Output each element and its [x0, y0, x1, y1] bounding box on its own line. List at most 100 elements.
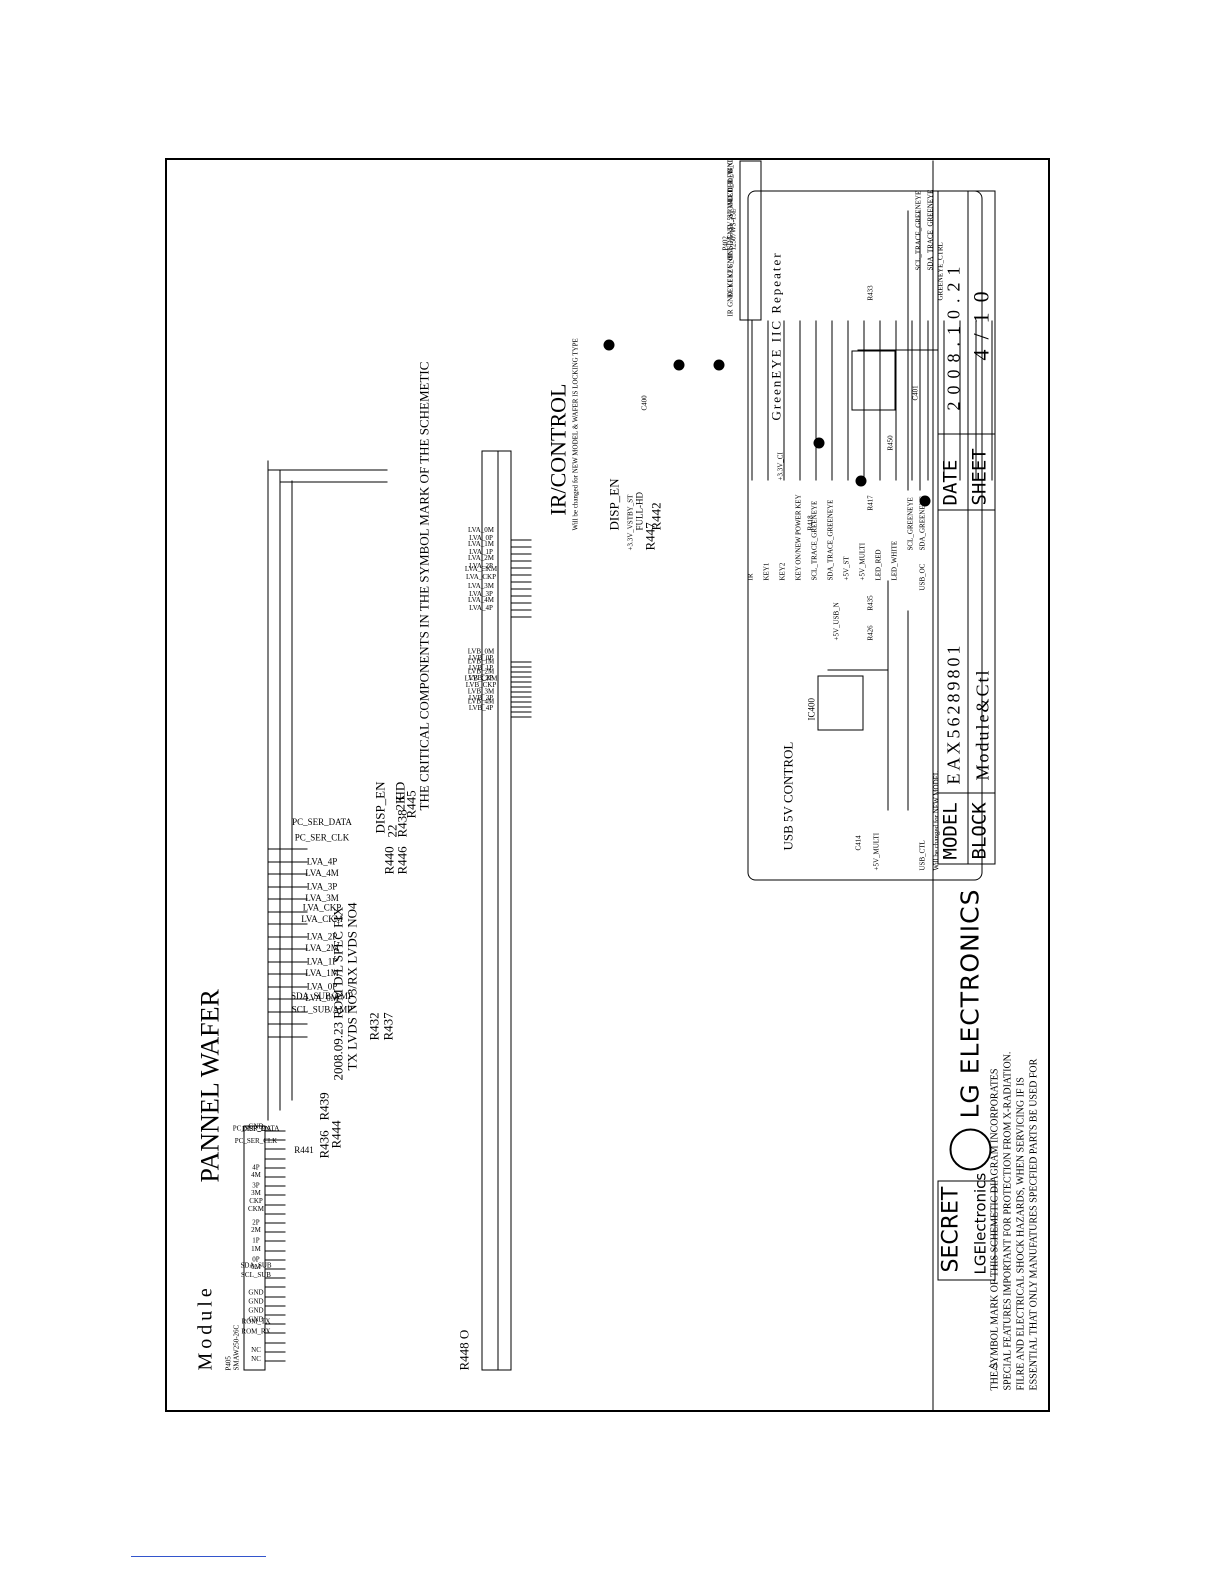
lvb-signal-label: LVB_3M	[467, 687, 494, 696]
r417-label: R417	[866, 494, 874, 510]
footer-link-underline[interactable]	[131, 1556, 266, 1557]
p405-pin-label: 2P	[251, 1217, 260, 1226]
p405-pin-label: GND	[247, 1296, 264, 1305]
block-value: Module&Ctl	[972, 667, 992, 780]
p402-connector	[739, 160, 761, 320]
disp-en-label-2: DISP_EN	[606, 477, 621, 530]
lva2-signal-label: LVA_3P	[468, 589, 493, 598]
ir-signal-label: LED_RED	[874, 548, 882, 580]
panel-signal-label: LVA_1M	[304, 967, 339, 978]
p405-pin-label: NC	[250, 1354, 261, 1363]
panel-signal-label: LVA_1P	[306, 956, 337, 967]
module-section-title: Module	[194, 1283, 216, 1370]
r439-label: R439	[316, 1091, 331, 1120]
ir-signal-label: +5V_MULTI	[858, 542, 866, 580]
lva2-signal-label: LVA_0M	[467, 525, 494, 534]
panel-signal-label: LVA_CKP	[302, 902, 341, 913]
p405-pin-label: 4P	[251, 1162, 260, 1171]
sheet-value: 4/10	[968, 280, 993, 360]
lva2-signal-label: LVA_4P	[468, 603, 493, 612]
r440-label: R440	[381, 845, 396, 874]
panel-signal-label: LVA_3M	[304, 892, 339, 903]
warning-line-4: ESSENTIAL THAT ONLY MANUFATURES SPECFIED…	[1028, 1058, 1039, 1390]
p405-pin-label: 3P	[251, 1181, 260, 1189]
p405-pin-label: GND	[247, 1287, 264, 1296]
p405-pin-label: GND	[247, 1305, 264, 1314]
model-value: EAX56289801	[943, 642, 963, 784]
panel-signal-label: PC_SER_CLK	[294, 832, 349, 843]
p405-pin-label: 0M	[250, 1262, 261, 1271]
critical-note: THE CRITICAL COMPONENTS IN THE SYMBOL MA…	[416, 361, 431, 810]
lvb-signal-label: LVB_0M	[467, 647, 494, 656]
p405-pin-label: 4M	[250, 1170, 261, 1179]
usb-5v-title: USB 5V CONTROL	[780, 741, 795, 850]
secret-label: SECRET	[938, 1186, 963, 1272]
panel-signal-label: SCL_SUB/AMP	[291, 1004, 352, 1015]
panel-signal-label: LVA_4P	[306, 856, 337, 867]
date-label: DATE	[939, 459, 961, 505]
ir-signal-label: IR	[746, 573, 754, 580]
warning-line-2: SPECIAL FEATURES IMPORTANT FOR PROTECTIO…	[1002, 1051, 1013, 1390]
p405-pin-label: 1P	[251, 1236, 260, 1245]
panel-signal-label: LVA_2P	[306, 931, 337, 942]
r435-label: R435	[866, 594, 874, 610]
r433-label: R433	[866, 284, 874, 300]
scl-greeneye-label: SCL_GREENEYE	[906, 496, 914, 550]
p405-pin-label: CKM	[247, 1204, 264, 1213]
p405-pin-label: 3M	[250, 1189, 261, 1198]
c401-label: C401	[911, 384, 919, 400]
p405-pin-label: 2M	[250, 1225, 261, 1234]
v33vstby-label: +3.3V_VSTBY_ST	[626, 494, 634, 550]
ir-signal-label: LED_WHITE	[890, 540, 898, 580]
r432-label: R432	[366, 1011, 381, 1040]
ir-signal-label: KEY ON/NEW POWER KEY	[794, 493, 802, 580]
lvds-note: TX LVDS NO3/RX LVDS NO4	[344, 901, 359, 1070]
lva2-signal-label: LVA_2P	[468, 561, 493, 570]
c414-label: C414	[854, 834, 862, 850]
v5multi-label: +5V_MULTI	[872, 832, 880, 870]
sheet-label: SHEET	[968, 447, 990, 505]
p405-pin-label: 0P	[251, 1254, 260, 1263]
ic400-chip	[817, 675, 863, 730]
lva2-signal-label: LVA_3M	[467, 581, 494, 590]
panel-signal-label: LVA_CKM	[300, 913, 343, 924]
panel-signal-label: LVA_3P	[306, 881, 337, 892]
ir-signal-label: +5V_ST	[842, 555, 850, 580]
warning-line-3: FILRE AND ELECTRICAL SHOCK HAZARDS, WHEN…	[1015, 1076, 1026, 1390]
p405-pin-label: CKP	[248, 1196, 263, 1205]
lg-brand: LG ELECTRONICS	[955, 888, 984, 1118]
r446-label: R446	[394, 845, 409, 874]
warning-line-1: THE SYMBOL MARK OF THIS SCHEMETIC DIAGRA…	[989, 1068, 1000, 1390]
greeneye-chip	[851, 350, 895, 410]
p405-pin-label: GND	[247, 1121, 264, 1130]
panel-signal-label: LVA_0M	[304, 992, 339, 1003]
p405-label: P405	[224, 1355, 232, 1370]
p405-pin-label: NC	[250, 1345, 261, 1354]
ic400-label: IC400	[806, 697, 816, 721]
v5usb-label: +5V_USB_N	[832, 601, 840, 640]
r426-label: R426	[866, 624, 874, 640]
ir-signal-label: SCL_TRACE_GREENEYE	[810, 500, 818, 580]
ir-control-title: IR/CONTROL	[545, 383, 570, 515]
lg-electronics-small: LGElectronics	[971, 1172, 989, 1274]
p405-pin-label: 1M	[250, 1244, 261, 1253]
r441-label: R441	[293, 1144, 314, 1155]
usb-ctl-label: USB_CTL	[918, 839, 926, 870]
model-label: MODEL	[939, 801, 961, 859]
panel-signal-label: LVA_4M	[304, 867, 339, 878]
warning-triangle-icon: △	[986, 1361, 998, 1370]
lva2-signal-label: LVA_1P	[468, 547, 493, 556]
disp-en-label: DISP_EN	[372, 780, 387, 833]
panel-signal-label: LVA_0P	[306, 981, 337, 992]
panel-signal-label: LVA_2M	[304, 942, 339, 953]
r442-label: R442	[648, 501, 663, 530]
ir-signal-label: KEY2	[778, 562, 786, 580]
block-label: BLOCK	[968, 801, 990, 859]
lva2-signal-label: LVA_CKP	[465, 572, 496, 581]
c400-label: C400	[640, 394, 648, 410]
ir-signal-label: KEY1	[762, 562, 770, 580]
scl-trace-label: SCL_TRACE_GREENEYE	[914, 190, 922, 270]
ir-signal-label: SDA_TRACE_GREENEYE	[826, 499, 834, 580]
p402-pin-label: GND	[726, 158, 734, 172]
